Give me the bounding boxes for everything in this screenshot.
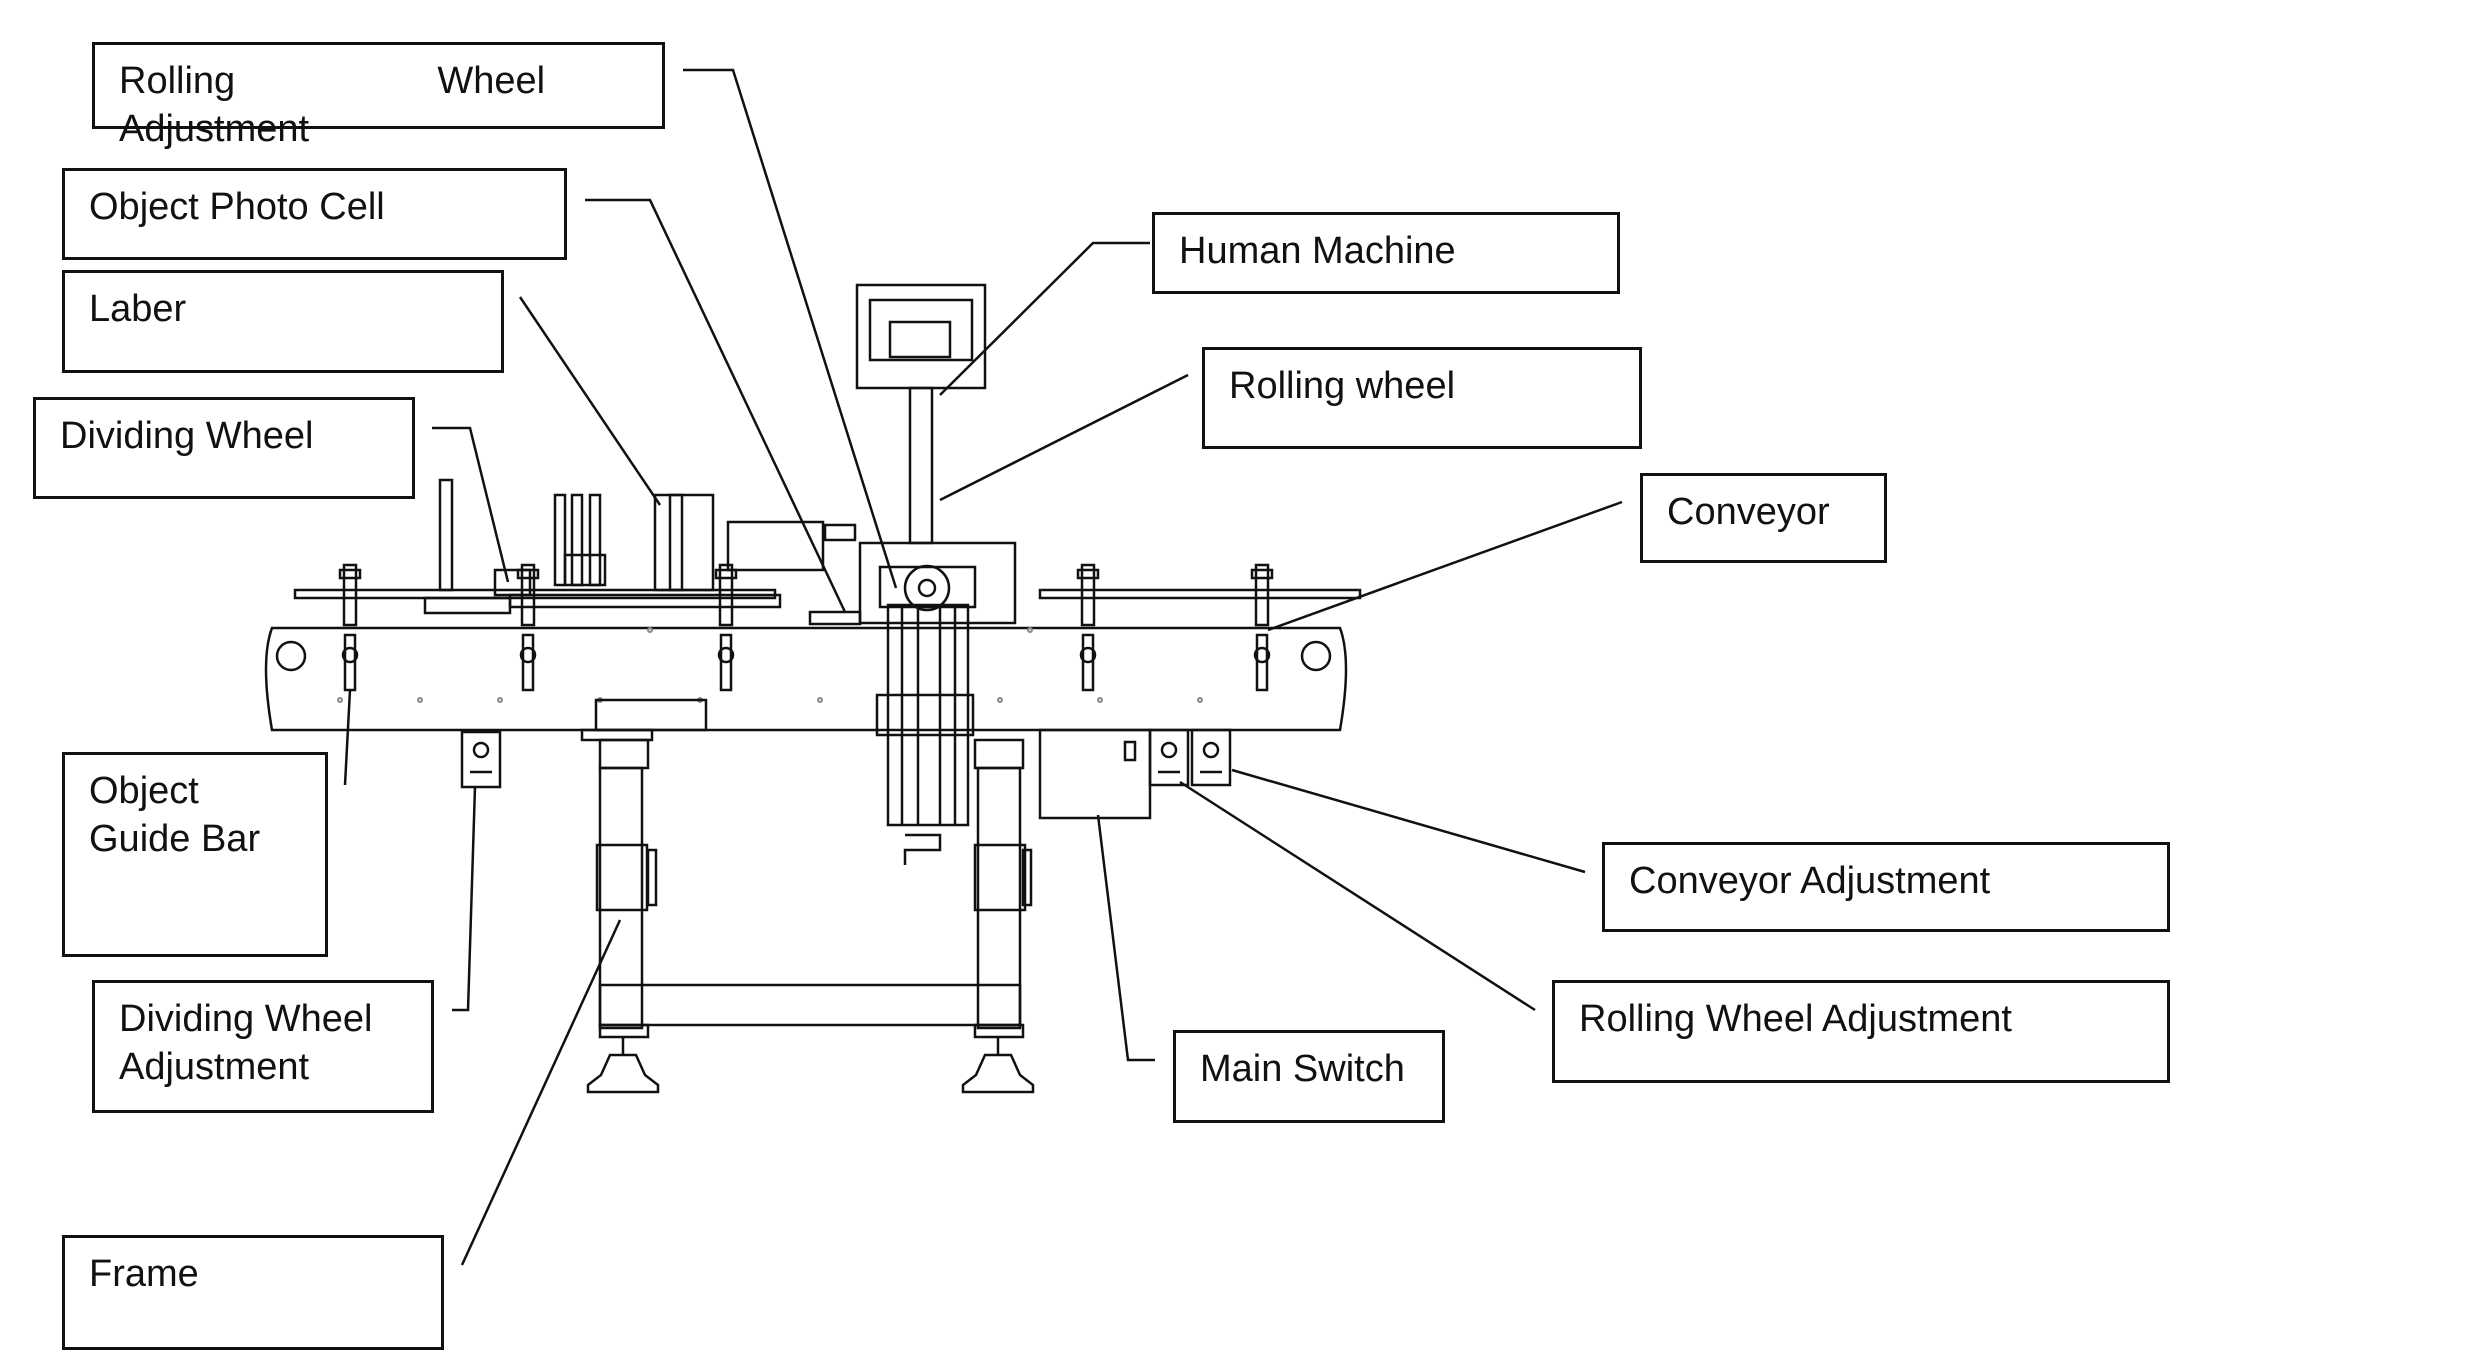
label-rolling-wheel: Rolling wheel xyxy=(1202,347,1642,449)
leader-object-photo-cell xyxy=(585,198,847,613)
rolling-wheel-assembly xyxy=(875,564,977,865)
leader-main-switch xyxy=(1096,814,1155,1062)
hmi-assembly xyxy=(855,283,1017,625)
label-rolling-wheel-adjustment-right: Rolling Wheel Adjustment xyxy=(1552,980,2170,1083)
leader-lines xyxy=(343,68,1623,1266)
label-conveyor: Conveyor xyxy=(1640,473,1887,563)
leader-conveyor xyxy=(1267,500,1623,632)
label-object-guide-bar: Object Guide Bar xyxy=(62,752,328,957)
labeler-head xyxy=(553,493,862,626)
leader-frame xyxy=(460,919,622,1266)
label-main-switch: Main Switch xyxy=(1173,1030,1445,1123)
leader-rolling-wheel-adjustment-right xyxy=(1179,780,1536,1012)
leader-rolling-wheel-adjustment-top xyxy=(683,68,898,589)
conveyor-body xyxy=(264,626,1348,732)
guide-rails xyxy=(293,588,1362,615)
label-laber: Laber xyxy=(62,270,504,373)
label-rolling-wheel-adjustment-top: Rolling Wheel Adjustment xyxy=(92,42,665,150)
label-dividing-wheel-adjustment: Dividing Wheel Adjustment xyxy=(92,980,434,1113)
leader-dividing-wheel xyxy=(432,426,510,583)
label-object-photo-cell: Object Photo Cell xyxy=(62,168,567,260)
label-human-machine: Human Machine xyxy=(1152,212,1620,294)
label-conveyor-adjustment: Conveyor Adjustment xyxy=(1602,842,2170,932)
guide-posts xyxy=(338,563,1274,692)
leader-conveyor-adjustment xyxy=(1231,768,1586,874)
label-dividing-wheel: Dividing Wheel xyxy=(33,397,415,499)
frame-structure xyxy=(580,698,1035,1094)
control-boxes xyxy=(460,728,1232,820)
leader-human-machine xyxy=(939,241,1150,396)
dividing-wheel-assembly xyxy=(438,478,532,597)
leader-object-guide-bar xyxy=(343,689,352,786)
leader-laber xyxy=(518,296,662,506)
leader-rolling-wheel xyxy=(939,373,1189,502)
label-frame: Frame xyxy=(62,1235,444,1350)
leader-dividing-wheel-adjustment xyxy=(452,786,477,1012)
